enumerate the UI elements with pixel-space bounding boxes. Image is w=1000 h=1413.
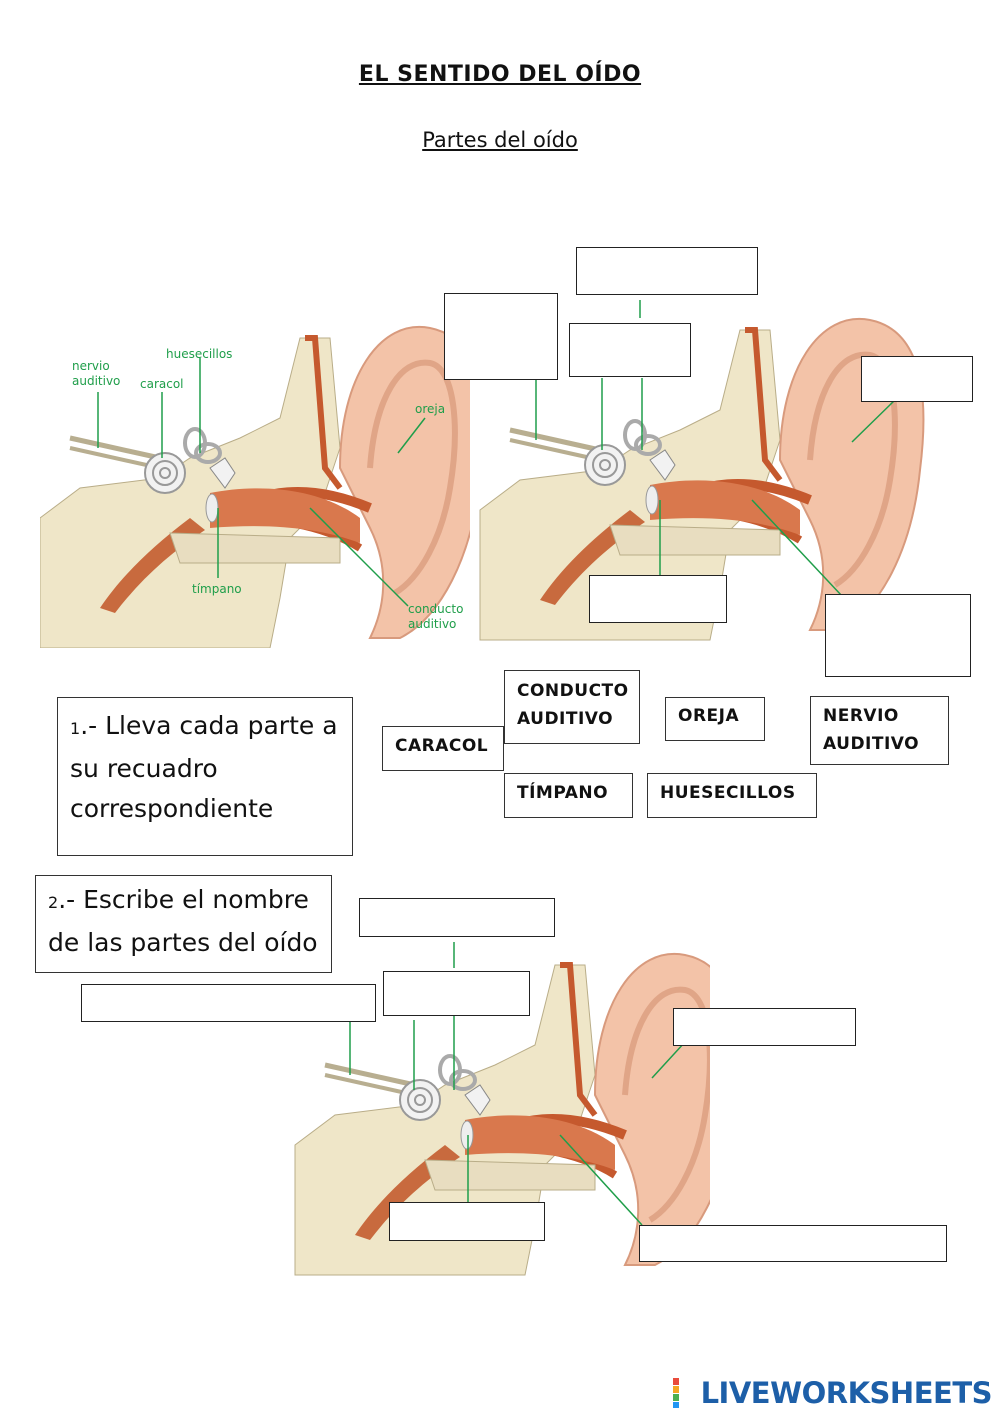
ear-diagram-labelled: nervio auditivo huesecillos caracol orej… [40, 318, 470, 648]
word-line: AUDITIVO [517, 709, 614, 729]
label-timpano: tímpano [192, 582, 242, 596]
page-subtitle: Partes del oído [422, 128, 578, 152]
exercise2-instruction: 2.- Escribe el nombre de las partes del … [35, 875, 332, 973]
exercise1-number: 1 [70, 719, 81, 738]
exercise1-text: .- Lleva cada parte a su recuadro corres… [70, 711, 338, 823]
exercise1-instruction: 1.- Lleva cada parte a su recuadro corre… [57, 697, 353, 856]
drop-box-nervio[interactable] [444, 293, 558, 380]
ear-diagram-write [290, 942, 710, 1280]
word-line: HUESECILLOS [660, 783, 796, 803]
drop-box-top[interactable] [576, 247, 758, 295]
word-caracol[interactable]: CARACOL [382, 726, 504, 771]
page-title: EL SENTIDO DEL OÍDO [358, 62, 642, 87]
word-line: NERVIO [823, 706, 899, 726]
logo-badge-icon [672, 1378, 679, 1408]
word-line: OREJA [678, 706, 740, 726]
word-huesecillos[interactable]: HUESECILLOS [647, 773, 817, 818]
write-box-oreja[interactable] [673, 1008, 856, 1046]
write-box-nervio[interactable] [81, 984, 376, 1022]
logo-text: LIVEWORKSHEETS [700, 1376, 993, 1410]
word-line: AUDITIVO [823, 734, 920, 754]
word-line: TÍMPANO [517, 783, 609, 803]
label-nervio: nervio [72, 359, 110, 373]
write-box-conducto[interactable] [639, 1225, 947, 1262]
drop-box-conducto[interactable] [825, 594, 971, 677]
word-oreja[interactable]: OREJA [665, 697, 765, 741]
word-conducto-auditivo[interactable]: CONDUCTO AUDITIVO [504, 670, 640, 744]
word-line: CONDUCTO [517, 681, 629, 701]
label-oreja: oreja [415, 402, 445, 416]
label-auditivo: auditivo [72, 374, 120, 388]
label-conducto: conducto [408, 602, 463, 616]
drop-box-caracol[interactable] [569, 323, 691, 377]
word-timpano[interactable]: TÍMPANO [504, 773, 633, 818]
exercise2-number: 2 [48, 893, 59, 912]
exercise2-text: .- Escribe el nombre de las partes del o… [48, 885, 318, 957]
write-box-caracol[interactable] [383, 971, 530, 1016]
label-conducto-auditivo: auditivo [408, 617, 456, 631]
write-box-timpano[interactable] [389, 1202, 545, 1241]
word-nervio-auditivo[interactable]: NERVIO AUDITIVO [810, 696, 949, 765]
label-caracol: caracol [140, 377, 184, 391]
liveworksheets-logo[interactable]: LIVEWORKSHEETS [672, 1376, 993, 1410]
ear-diagram-drop [470, 300, 990, 650]
write-box-top[interactable] [359, 898, 555, 937]
drop-box-timpano[interactable] [589, 575, 727, 623]
word-line: CARACOL [395, 736, 489, 756]
label-huesecillos: huesecillos [166, 347, 232, 361]
drop-box-oreja[interactable] [861, 356, 973, 402]
